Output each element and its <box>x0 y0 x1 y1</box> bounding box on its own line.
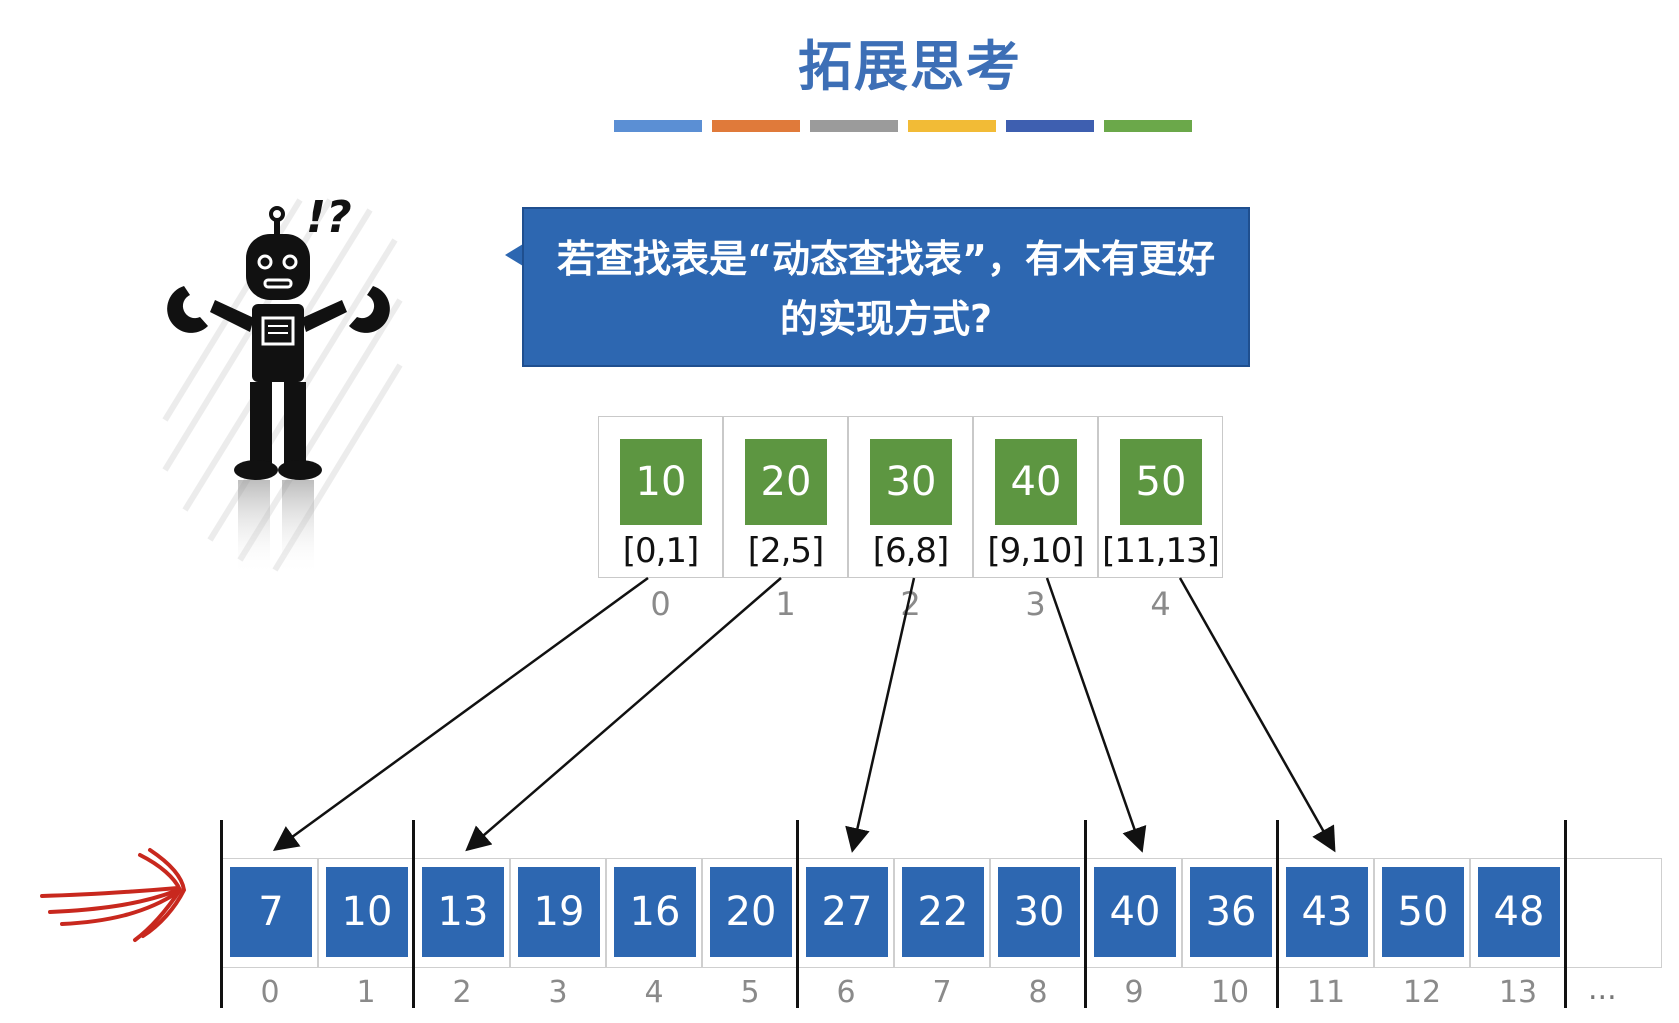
array-cell: 10 <box>318 858 414 968</box>
array-cell: 19 <box>510 858 606 968</box>
array-index: 2 <box>452 975 472 1010</box>
array-value: 19 <box>518 867 600 957</box>
array-index: 4 <box>644 975 664 1010</box>
index-range: [6,8] <box>872 531 950 571</box>
title-color-bar <box>1104 120 1192 132</box>
bubble-tail <box>505 244 523 266</box>
index-range: [9,10] <box>987 531 1084 571</box>
array-cell: 36 <box>1182 858 1278 968</box>
index-table-cell: 10 [0,1] <box>598 416 723 578</box>
bubble-line-1: 若查找表是“动态查找表”，有木有更好 <box>557 237 1215 281</box>
array-index: 6 <box>836 975 856 1010</box>
block-divider <box>1564 820 1567 1008</box>
title-color-bar <box>1006 120 1094 132</box>
array-cell: 48 <box>1470 858 1566 968</box>
array-ellipsis: ... <box>1588 972 1617 1007</box>
array-cell: 30 <box>990 858 1086 968</box>
index-range: [11,13] <box>1102 531 1220 571</box>
array-index: 12 <box>1402 975 1442 1010</box>
index-table-cell: 30 [6,8] <box>848 416 973 578</box>
block-divider <box>1084 820 1087 1008</box>
array-cell: 40 <box>1086 858 1182 968</box>
array-index: 3 <box>548 975 568 1010</box>
array-value: 16 <box>614 867 696 957</box>
bubble-line-2: 的实现方式? <box>779 297 993 341</box>
array-value: 50 <box>1382 867 1464 957</box>
block-pointer-arrow <box>1045 577 1147 853</box>
array-cell: 20 <box>702 858 798 968</box>
array-value: 40 <box>1094 867 1176 957</box>
array-value: 10 <box>326 867 408 957</box>
array-value: 27 <box>806 867 888 957</box>
index-max-value: 30 <box>870 439 952 525</box>
title-color-bar <box>908 120 996 132</box>
array-index: 8 <box>1028 975 1048 1010</box>
index-range: [0,1] <box>622 531 700 571</box>
array-cell: 13 <box>414 858 510 968</box>
array-index: 5 <box>740 975 760 1010</box>
block-divider <box>412 820 415 1008</box>
array-empty-cell <box>1566 858 1662 968</box>
array-value: 22 <box>902 867 984 957</box>
index-table-cell: 50 [11,13] <box>1098 416 1223 578</box>
robot-exclaim-label: !? <box>306 192 352 243</box>
array-index: 11 <box>1306 975 1346 1010</box>
index-table-cell: 40 [9,10] <box>973 416 1098 578</box>
block-pointer-arrow <box>272 576 649 851</box>
block-divider <box>220 820 223 1008</box>
question-bubble: 若查找表是“动态查找表”，有木有更好 的实现方式? <box>522 207 1250 367</box>
array-index: 0 <box>260 975 280 1010</box>
array-value: 36 <box>1190 867 1272 957</box>
block-pointer-arrow <box>1178 577 1336 853</box>
array-cell: 22 <box>894 858 990 968</box>
array-value: 43 <box>1286 867 1368 957</box>
index-max-value: 50 <box>1120 439 1202 525</box>
index-range: [2,5] <box>747 531 825 571</box>
page-title: 拓展思考 <box>798 35 1022 98</box>
block-divider <box>1276 820 1279 1008</box>
array-index: 7 <box>932 975 952 1010</box>
index-table-cell: 20 [2,5] <box>723 416 848 578</box>
index-max-value: 40 <box>995 439 1077 525</box>
index-table-position: 1 <box>775 585 796 623</box>
array-index: 9 <box>1124 975 1144 1010</box>
array-cell: 16 <box>606 858 702 968</box>
index-table-position: 4 <box>1150 585 1171 623</box>
title-color-bar <box>810 120 898 132</box>
block-pointer-arrow <box>465 577 782 852</box>
array-index: 13 <box>1498 975 1538 1010</box>
array-value: 13 <box>422 867 504 957</box>
block-divider <box>796 820 799 1008</box>
index-max-value: 20 <box>745 439 827 525</box>
title-color-bar <box>712 120 800 132</box>
array-cell: 50 <box>1374 858 1470 968</box>
array-value: 7 <box>230 867 312 957</box>
index-max-value: 10 <box>620 439 702 525</box>
index-table-position: 3 <box>1025 585 1046 623</box>
robot-icon <box>167 206 390 480</box>
array-index: 10 <box>1210 975 1250 1010</box>
array-cell: 27 <box>798 858 894 968</box>
array-cell: 43 <box>1278 858 1374 968</box>
array-value: 30 <box>998 867 1080 957</box>
index-table-position: 0 <box>650 585 671 623</box>
title-color-bar <box>614 120 702 132</box>
array-value: 20 <box>710 867 792 957</box>
array-value: 48 <box>1478 867 1560 957</box>
block-pointer-arrow <box>845 577 916 853</box>
array-index: 1 <box>356 975 376 1010</box>
